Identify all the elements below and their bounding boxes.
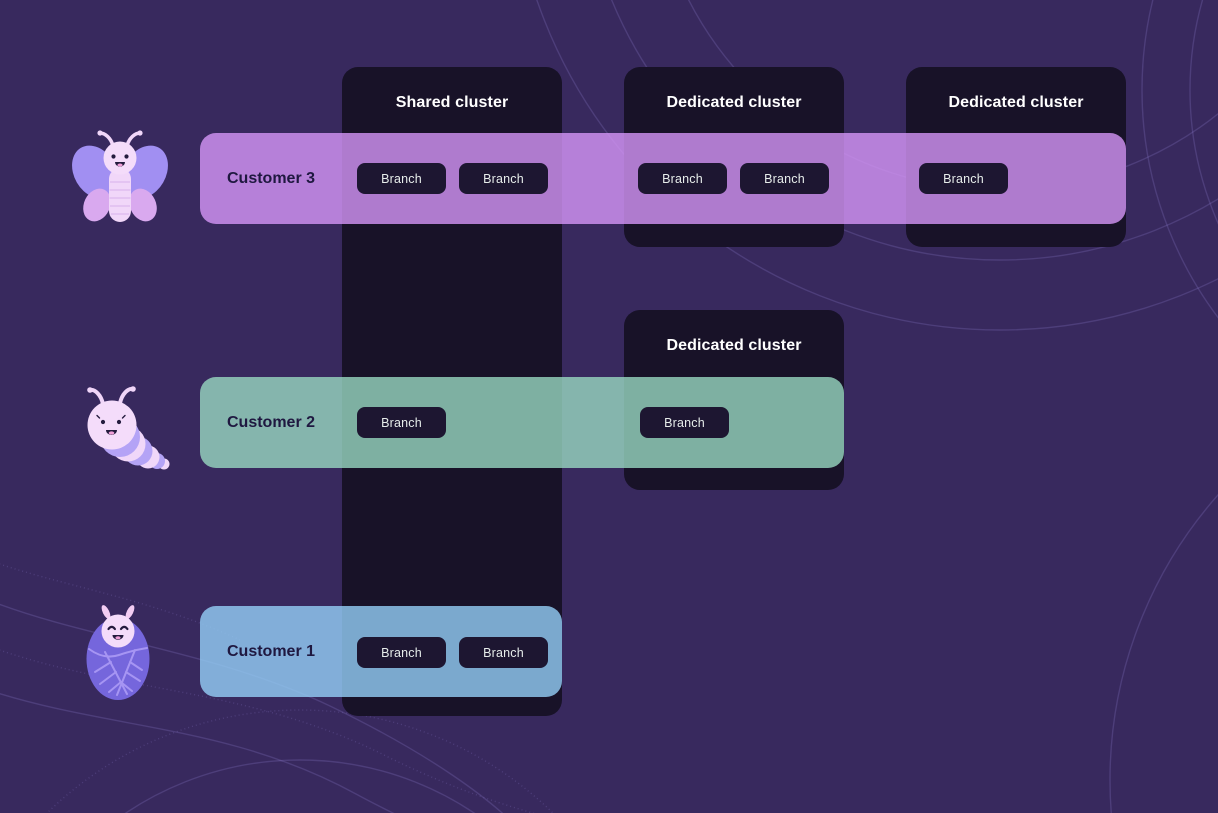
caterpillar-mascot-icon xyxy=(87,386,170,470)
branch-pill: Branch xyxy=(357,163,446,194)
cluster-title: Dedicated cluster xyxy=(666,94,802,111)
branch-pill: Branch xyxy=(459,163,548,194)
branch-pill: Branch xyxy=(357,637,446,668)
branch-pill: Branch xyxy=(640,407,729,438)
branch-pill: Branch xyxy=(357,407,446,438)
cluster-title: Dedicated cluster xyxy=(948,94,1084,111)
branch-pill: Branch xyxy=(740,163,829,194)
branch-pill: Branch xyxy=(919,163,1008,194)
customer-label: Customer 3 xyxy=(226,169,316,187)
branch-pill: Branch xyxy=(638,163,727,194)
customer-label: Customer 2 xyxy=(226,413,316,431)
customer-band-2: Customer 2 xyxy=(200,377,844,468)
cluster-title: Dedicated cluster xyxy=(666,337,802,354)
branch-pill: Branch xyxy=(459,637,548,668)
customer-label: Customer 1 xyxy=(226,642,316,660)
cluster-title: Shared cluster xyxy=(395,94,509,111)
butterfly-mascot-icon xyxy=(72,130,168,222)
chrysalis-mascot-icon xyxy=(86,605,150,700)
